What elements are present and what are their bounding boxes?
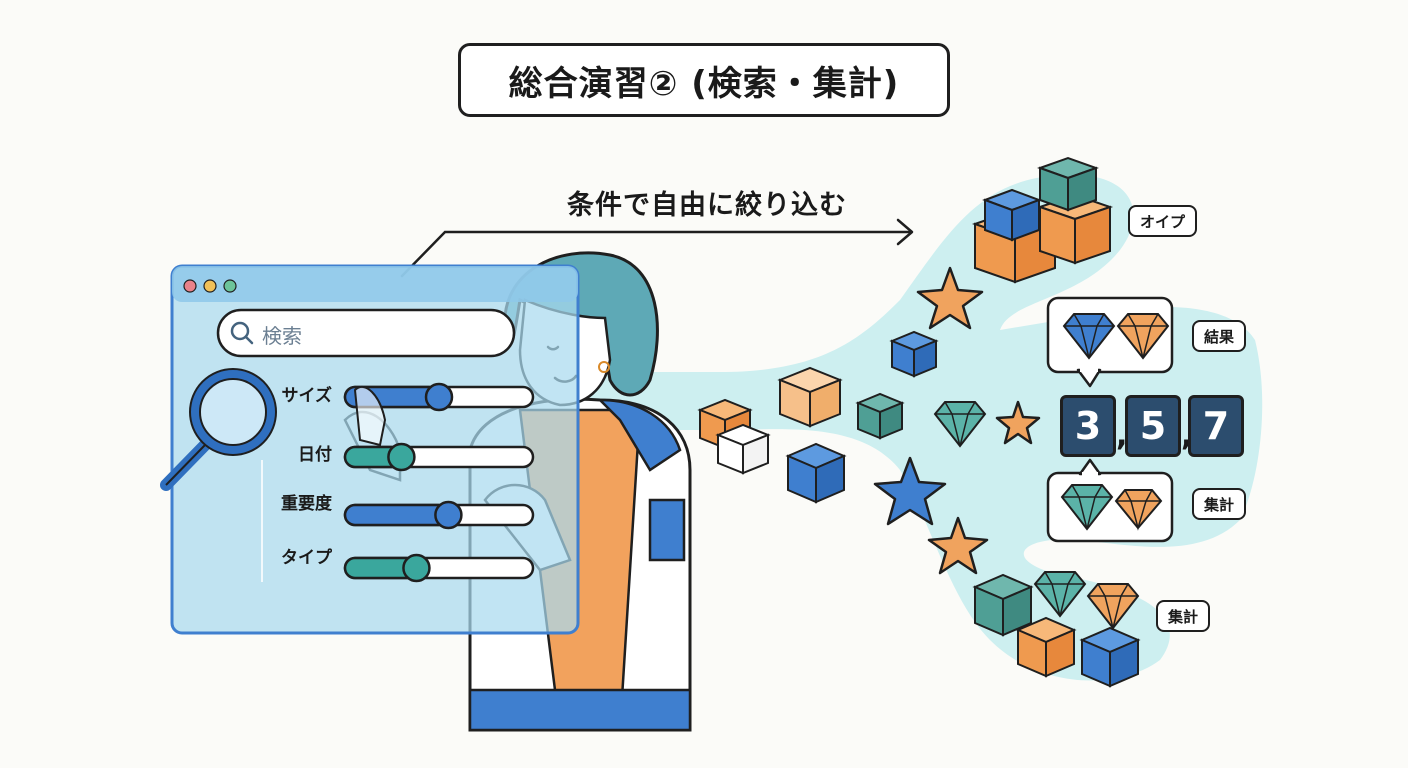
magnifier-icon — [160, 368, 277, 491]
filter-label-type: タイプ — [281, 548, 332, 568]
search-icon — [230, 321, 254, 345]
counter-digit: 5 — [1125, 395, 1181, 457]
box-pile-top — [971, 156, 1114, 284]
filter-slider-handle[interactable] — [424, 382, 454, 412]
flow-caption: 条件で自由に絞り込む — [567, 190, 847, 221]
box-icon — [777, 366, 843, 428]
counter-separator: , — [1116, 418, 1128, 453]
page-title: 総合演習② (検索・集計) — [458, 43, 950, 117]
star-icon — [916, 266, 984, 330]
tag-aggregate: 集計 — [1192, 488, 1247, 520]
box-icon — [889, 330, 939, 378]
search-input[interactable] — [216, 308, 516, 358]
tag-result: 結果 — [1192, 320, 1247, 352]
counter-digit: 3 — [1060, 395, 1116, 457]
search-placeholder: 検索 — [262, 324, 302, 348]
data-stream — [560, 174, 1263, 681]
pointing-hand — [353, 385, 387, 447]
filter-label-date: 日付 — [298, 445, 332, 465]
filter-slider-handle[interactable] — [434, 500, 463, 530]
box-icon — [855, 392, 905, 440]
result-bubble — [1046, 296, 1174, 388]
gem-icon — [1114, 489, 1163, 531]
filter-slider-fill — [343, 503, 450, 527]
counter-separator: , — [1181, 418, 1193, 453]
gem-icon — [1062, 313, 1116, 360]
arrow-head-icon — [896, 218, 914, 246]
filter-label-size: サイズ — [281, 386, 333, 406]
gem-icon — [1116, 313, 1170, 360]
counter-digit: 7 — [1188, 395, 1244, 457]
window-dot-red — [183, 279, 197, 293]
star-icon — [927, 516, 989, 575]
star-icon — [873, 456, 947, 526]
gem-icon — [933, 401, 987, 448]
window-dot-yellow — [203, 279, 217, 293]
tag-type: オイプ — [1128, 205, 1198, 237]
aggregate-bubble — [1046, 458, 1174, 543]
star-icon — [995, 400, 1041, 445]
window-dot-green — [223, 279, 237, 293]
gem-icon — [1060, 484, 1114, 531]
item-pile-bottom — [972, 571, 1141, 688]
box-icon — [715, 423, 771, 475]
filter-label-importance: 重要度 — [281, 494, 332, 514]
flow-arrow — [400, 230, 912, 278]
filter-slider-handle[interactable] — [402, 553, 431, 583]
filter-slider-handle[interactable] — [387, 442, 416, 472]
box-icon — [785, 442, 847, 504]
tag-aggregate-bottom: 集計 — [1156, 600, 1211, 632]
gem-icon — [1086, 583, 1140, 630]
gem-icon — [1033, 571, 1087, 618]
